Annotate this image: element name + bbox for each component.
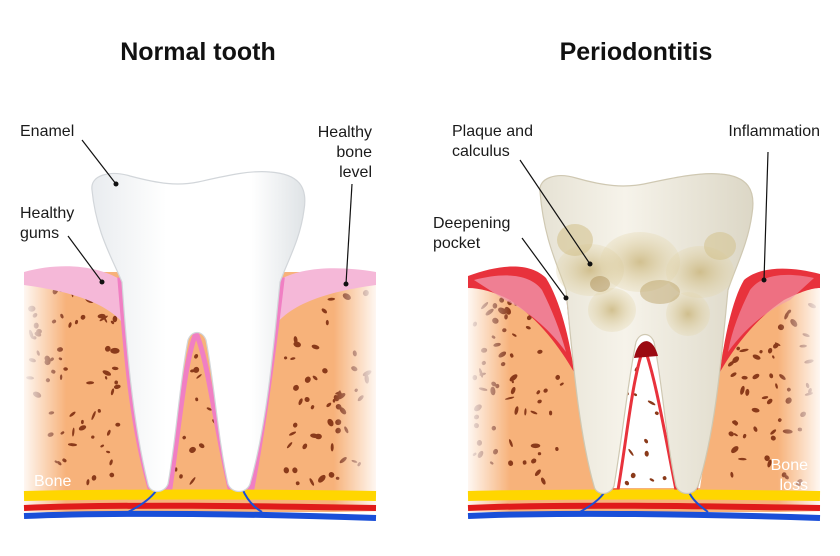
bone-loss-label-2: loss bbox=[780, 477, 808, 494]
normal-tooth-panel: Enamel Healthy gums Healthy bone level B… bbox=[20, 123, 377, 521]
plaque-deposits bbox=[556, 224, 736, 336]
plaque-label-1: Plaque and bbox=[452, 123, 533, 140]
healthy-gums-leader-dot bbox=[99, 279, 105, 285]
plaque-label-2: calculus bbox=[452, 143, 510, 160]
healthy-bone-label-3: level bbox=[339, 164, 372, 181]
pocket-label-1: Deepening bbox=[433, 215, 510, 232]
periodontitis-panel: Plaque and calculus Deepening pocket Inf… bbox=[433, 123, 821, 521]
bone-loss-label-1: Bone bbox=[771, 457, 808, 474]
healthy-bone-label-2: bone bbox=[336, 144, 372, 161]
pocket-label-2: pocket bbox=[433, 235, 481, 252]
healthy-gums-label-2: gums bbox=[20, 225, 59, 242]
plaque-leader-dot bbox=[587, 261, 593, 267]
inflammation-leader-dot bbox=[761, 277, 767, 283]
bone-label: Bone bbox=[34, 473, 71, 490]
healthy-gums-label-1: Healthy bbox=[20, 205, 74, 222]
enamel-leader-dot bbox=[113, 181, 119, 187]
periodontitis-title: Periodontitis bbox=[560, 38, 713, 66]
healthy-bone-leader-dot bbox=[343, 281, 349, 287]
nerve-left bbox=[23, 489, 377, 501]
inflammation-leader bbox=[763, 151, 769, 281]
pocket-leader bbox=[521, 237, 567, 299]
normal-tooth-title: Normal tooth bbox=[120, 38, 276, 66]
pocket-leader-dot bbox=[563, 295, 569, 301]
healthy-bone-label-1: Healthy bbox=[318, 124, 372, 141]
healthy-bone-leader bbox=[345, 183, 353, 285]
gum-left-highlight bbox=[474, 275, 566, 352]
inflammation-label: Inflammation bbox=[728, 123, 820, 140]
vein-right bbox=[467, 510, 821, 521]
enamel-leader bbox=[81, 139, 117, 185]
gum-right-highlight bbox=[728, 274, 814, 352]
nerve-right bbox=[467, 489, 821, 501]
pulp-exposure bbox=[634, 341, 658, 358]
artery-right bbox=[467, 502, 821, 511]
plaque-leader bbox=[519, 159, 591, 265]
healthy-tooth bbox=[91, 171, 306, 493]
gum-right-normal bbox=[272, 268, 376, 330]
healthy-gums-leader bbox=[67, 235, 103, 283]
enamel-label: Enamel bbox=[20, 123, 74, 140]
artery-left bbox=[23, 502, 377, 511]
vein-left bbox=[23, 510, 377, 521]
